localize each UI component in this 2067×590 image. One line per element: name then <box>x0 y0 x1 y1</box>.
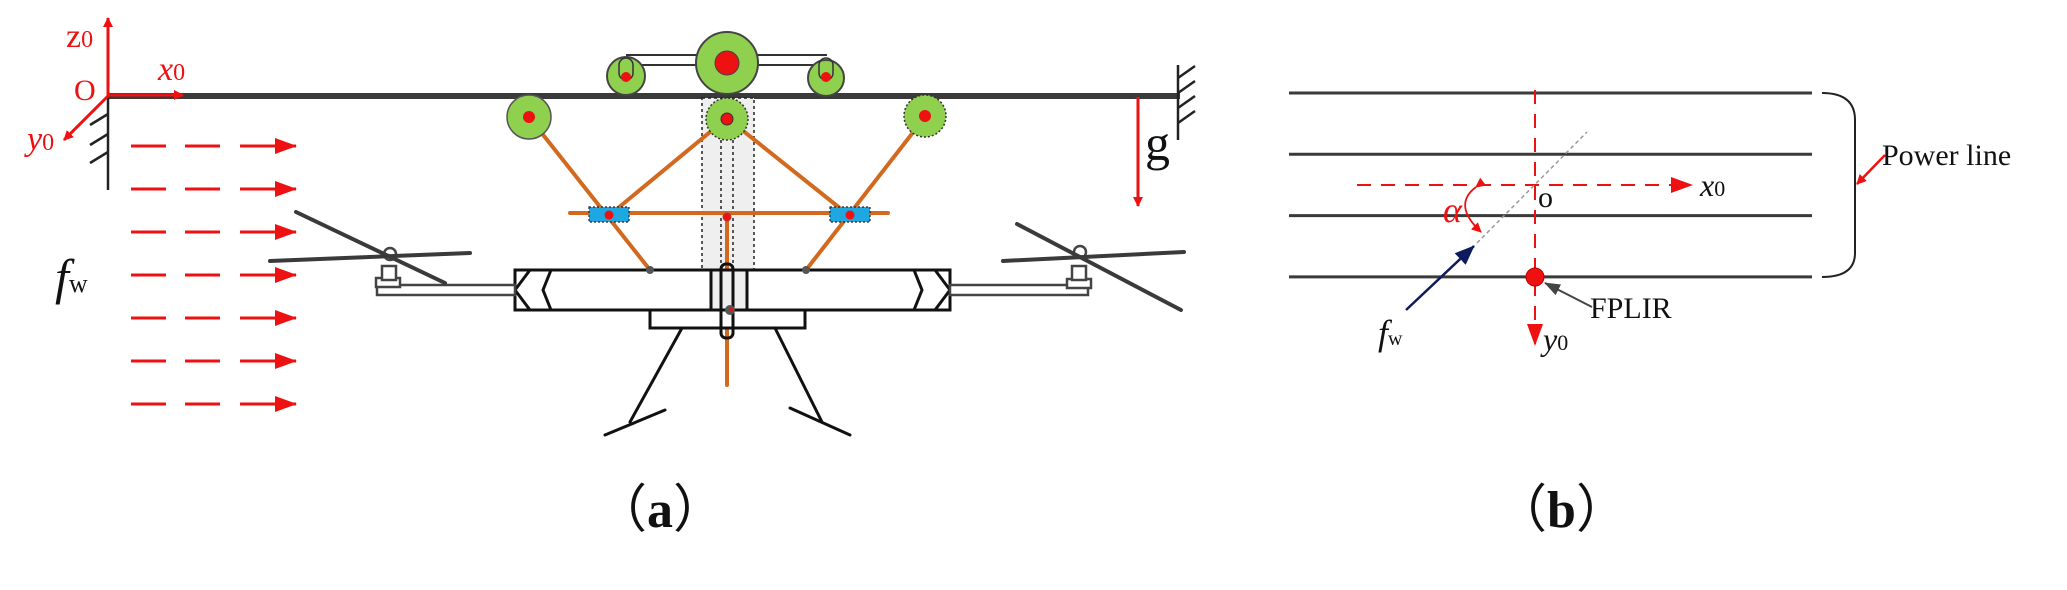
wind-force-arrow-b <box>1405 245 1475 311</box>
right-rotor <box>948 222 1186 312</box>
fplir-pointer <box>1544 282 1593 308</box>
axis-x-label-b: x0 <box>1699 167 1725 203</box>
power-line-label: Power line <box>1882 139 2011 172</box>
angle-label: α <box>1443 190 1463 230</box>
coordinate-axes-a <box>62 17 184 142</box>
right-fixed-support <box>1176 64 1196 140</box>
power-line-pointer <box>1856 154 1886 185</box>
caption-a: （a） <box>595 482 725 539</box>
y-axis <box>62 94 110 142</box>
right-slider <box>829 206 871 223</box>
panel-a: z0 x0 y0 O g fw <box>24 17 1196 539</box>
gravity-label: g <box>1145 115 1170 171</box>
axis-z-label: z0 <box>66 18 93 55</box>
drone-body <box>513 262 952 340</box>
panel-b: Power line x0 y0 o fw α FPLIR （b） <box>1289 90 2011 539</box>
axis-x-label: x0 <box>157 51 185 88</box>
caption-b: （b） <box>1495 482 1628 539</box>
angle-arc <box>1464 177 1487 233</box>
wind-force-label-a: fw <box>55 249 88 305</box>
origin-label-a: O <box>74 74 96 107</box>
lower-center-pulley <box>705 97 749 141</box>
left-fixed-support <box>89 88 110 190</box>
power-lines <box>1289 91 1812 279</box>
wind-arrows <box>131 138 297 412</box>
top-right-pulley <box>807 57 845 97</box>
wind-force-label-b: fw <box>1378 313 1403 353</box>
left-rotor <box>268 210 517 297</box>
origin-label-b: o <box>1538 181 1553 214</box>
landing-gear <box>603 326 852 437</box>
lower-left-pulley <box>506 94 552 140</box>
axis-y-label-b: y0 <box>1540 321 1568 357</box>
wind-direction-line <box>1476 131 1588 244</box>
fplir-label: FPLIR <box>1590 292 1672 325</box>
power-line-bracket <box>1821 92 1856 278</box>
lower-right-pulley <box>903 94 947 138</box>
top-drive-pulley <box>695 31 759 95</box>
left-slider <box>588 206 630 223</box>
axis-y-label: y0 <box>24 121 54 158</box>
fplir-robot-marker <box>1525 267 1545 287</box>
top-left-pulley <box>606 56 646 96</box>
